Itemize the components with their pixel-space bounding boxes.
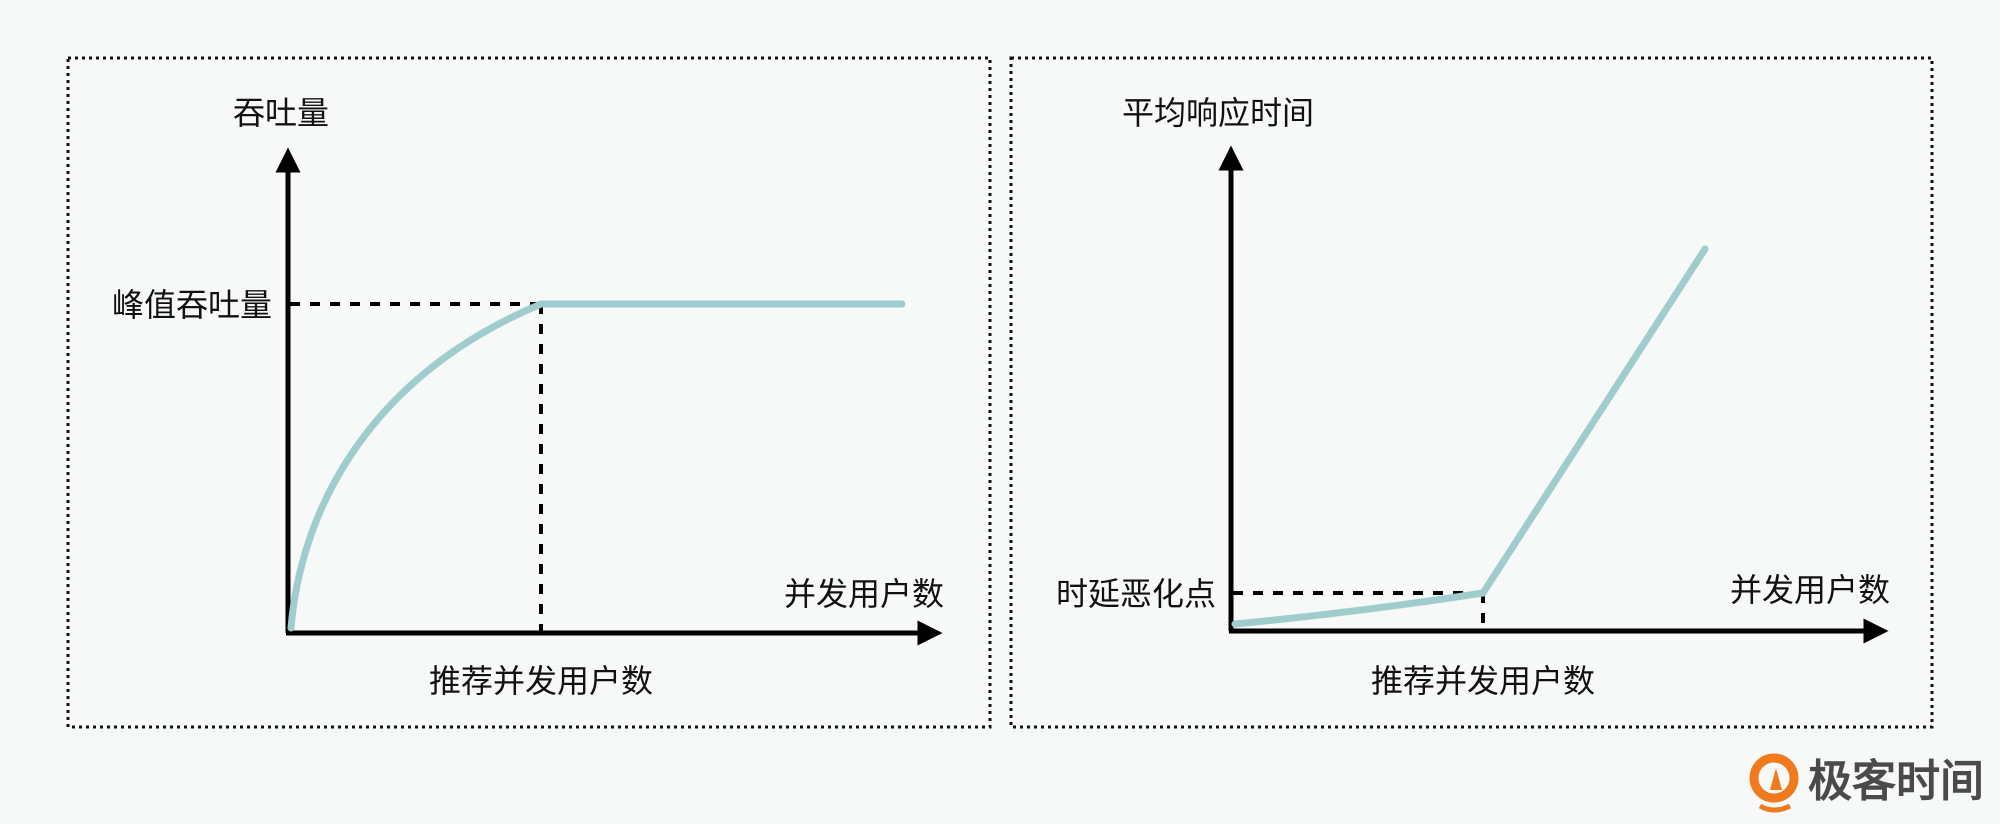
y-axis-label: 吞吐量 (233, 94, 329, 132)
throughput-curve (287, 300, 906, 632)
peak-throughput-label: 峰值吞吐量 (112, 286, 272, 324)
throughput-panel: 吞吐量 峰值吞吐量 并发用户数 推荐并发用户数 (66, 56, 992, 729)
recommended-users-label: 推荐并发用户数 (1371, 662, 1595, 700)
geektime-logo: 极客时间 (1749, 753, 1984, 813)
panel-border (66, 56, 992, 729)
panel-border (1009, 56, 1934, 729)
y-axis-label: 平均响应时间 (1122, 94, 1314, 132)
recommended-users-label: 推荐并发用户数 (429, 662, 653, 700)
latency-knee-label: 时延恶化点 (1056, 575, 1216, 613)
x-axis-label: 并发用户数 (1730, 571, 1890, 609)
latency-curve (1231, 245, 1709, 628)
x-axis-label: 并发用户数 (784, 575, 944, 613)
latency-panel: 平均响应时间 时延恶化点 并发用户数 推荐并发用户数 (1009, 56, 1934, 729)
logo-icon (1749, 753, 1799, 813)
logo-text: 极客时间 (1808, 756, 1984, 807)
